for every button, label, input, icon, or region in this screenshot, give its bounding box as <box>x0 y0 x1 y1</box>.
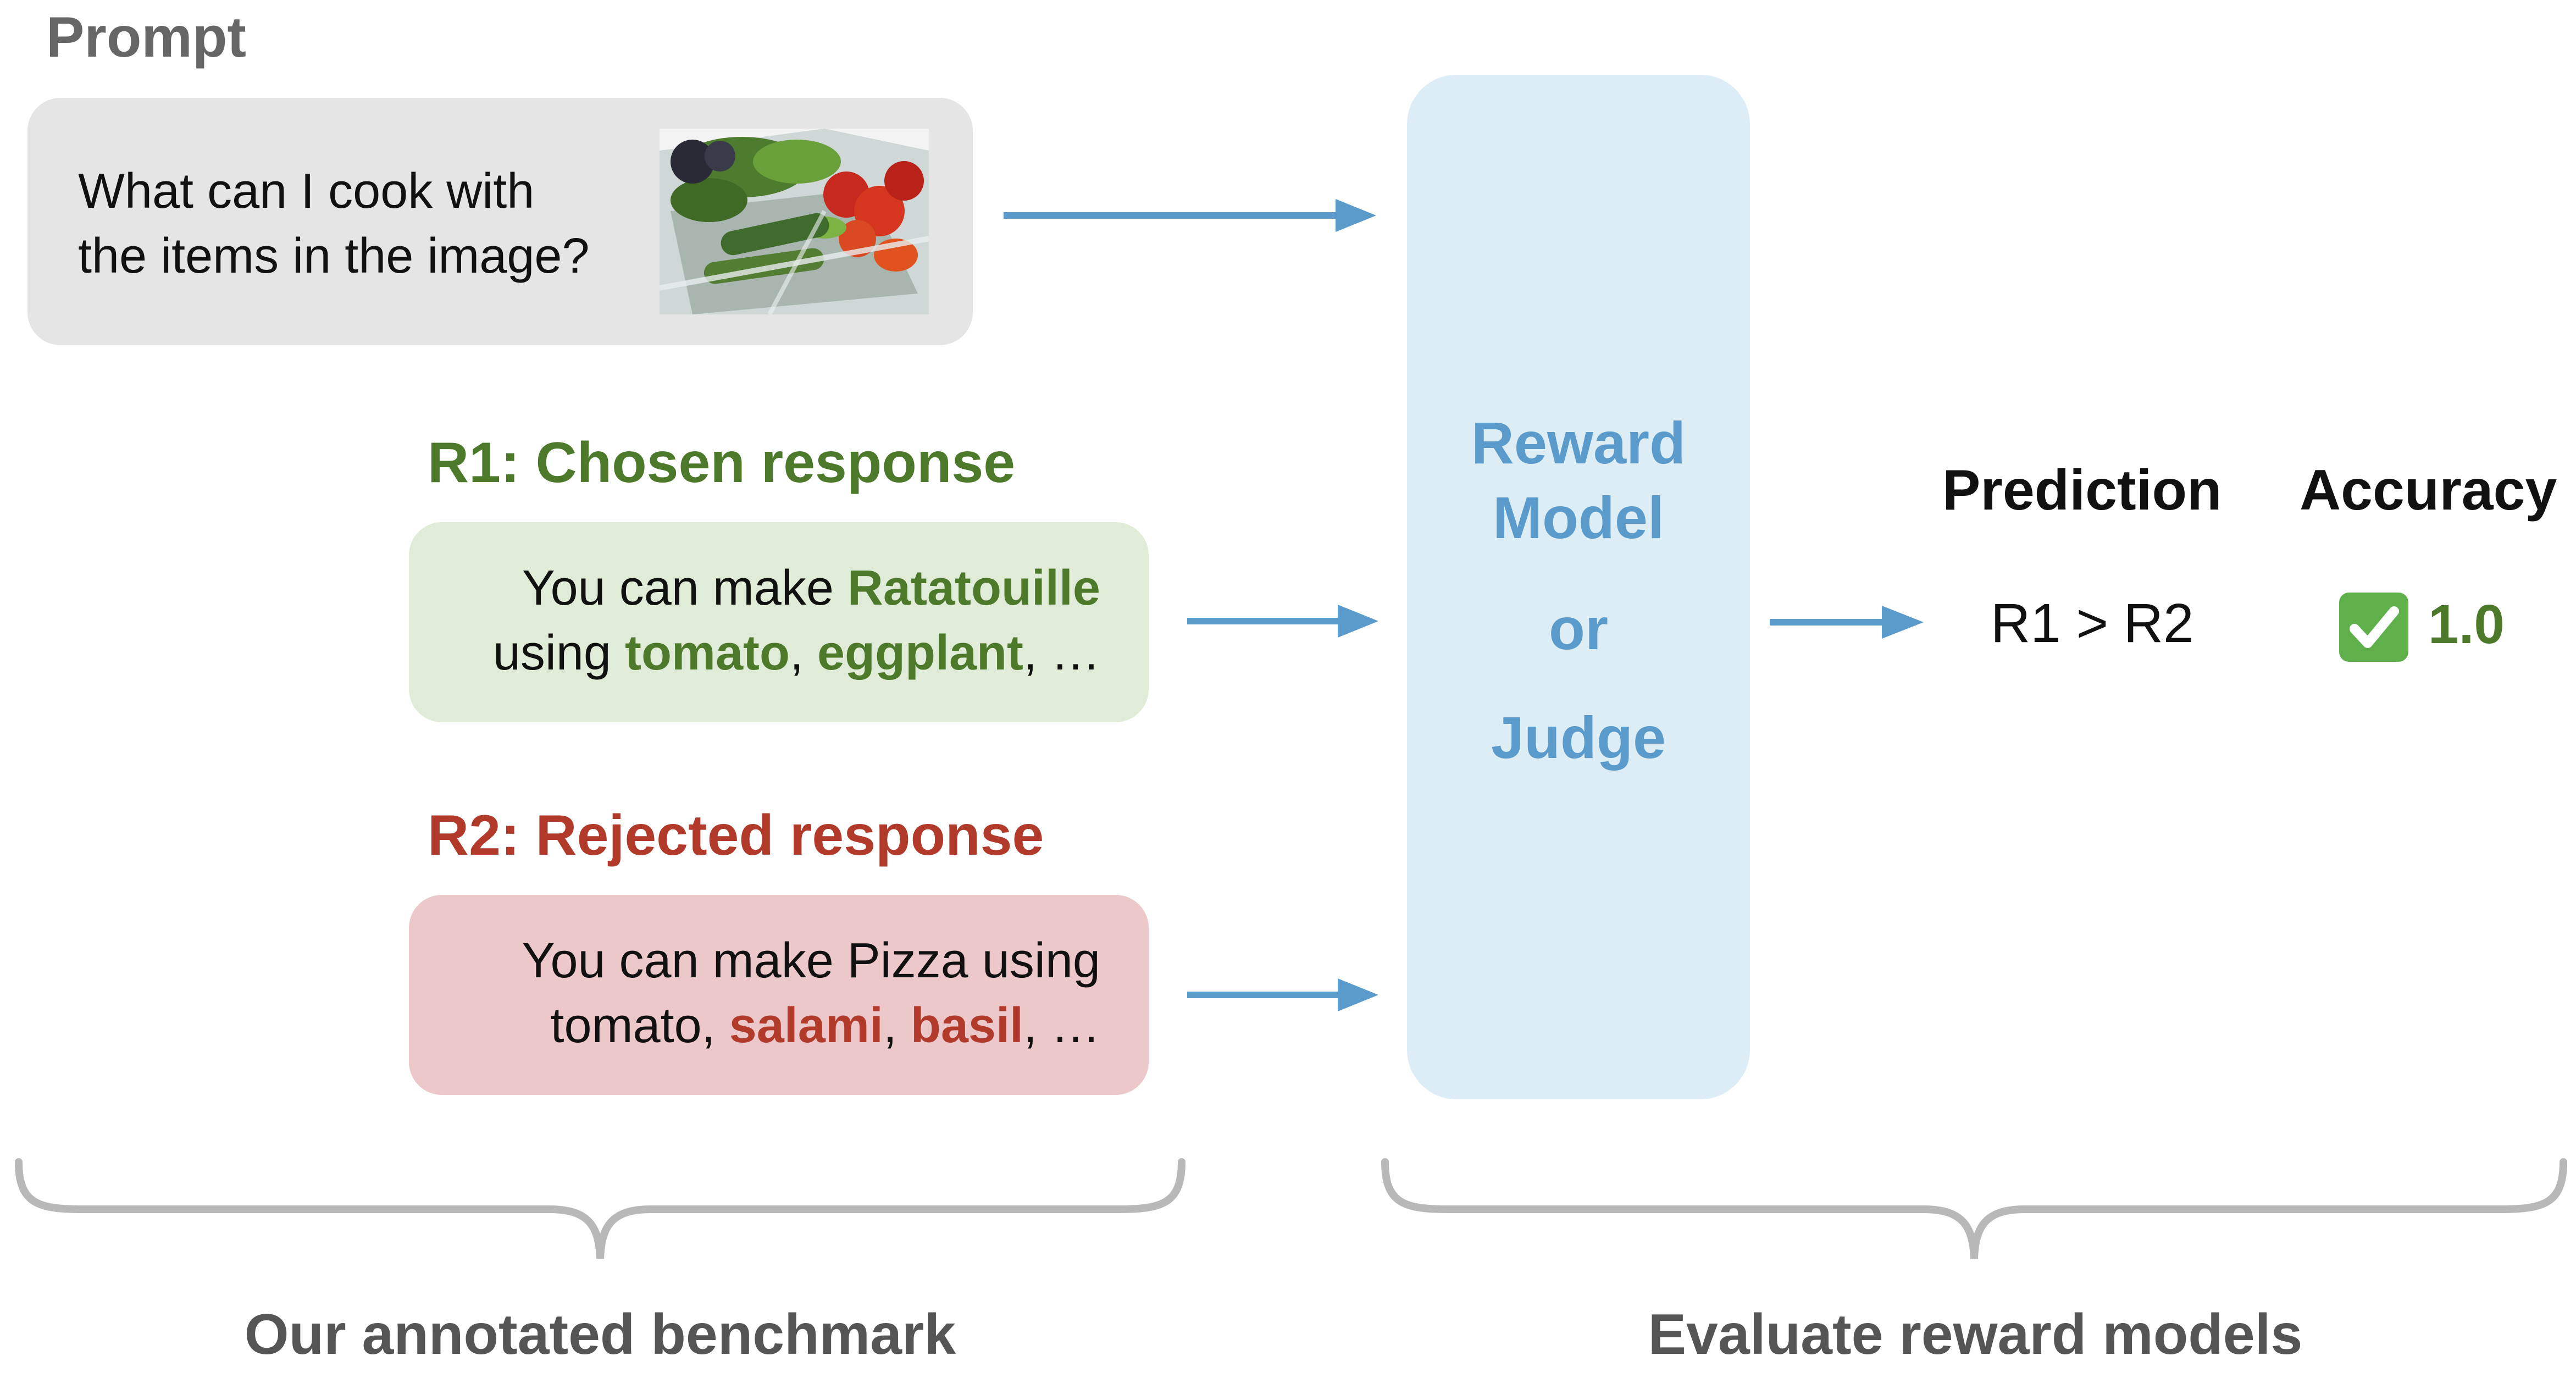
left-curly-bracket <box>15 1158 1185 1259</box>
rejected-item1: salami <box>729 998 883 1053</box>
chosen-line2-suffix: , … <box>1023 626 1100 680</box>
rejected-heading: R2: Rejected response <box>428 804 1044 867</box>
arrow-rejected-to-model <box>1187 978 1378 1011</box>
prompt-box: What can I cook with the items in the im… <box>27 98 973 345</box>
chosen-heading: R1: Chosen response <box>428 431 1016 495</box>
check-mark-icon <box>2339 593 2408 662</box>
prompt-text-line1: What can I cook with <box>78 164 535 219</box>
check-mark-glyph <box>2350 606 2399 648</box>
accuracy-value: 1.0 <box>2428 594 2505 655</box>
chosen-text-line2: using tomato, eggplant, … <box>493 620 1100 686</box>
left-bracket-label: Our annotated benchmark <box>244 1303 956 1366</box>
model-line4: Judge <box>1491 704 1666 771</box>
chosen-item2: eggplant <box>817 626 1023 680</box>
right-bracket-label: Evaluate reward models <box>1648 1303 2303 1366</box>
chosen-sep1: , <box>789 626 817 680</box>
arrow-prompt-to-model <box>1004 199 1376 232</box>
arrow-chosen-to-model <box>1187 605 1378 638</box>
arrow-model-to-prediction <box>1770 606 1924 639</box>
prompt-text-line2: the items in the image? <box>78 229 590 284</box>
fridge-vegetables-drawing <box>660 129 929 314</box>
rejected-line2-prefix: tomato, <box>550 998 729 1053</box>
rejected-text-line2: tomato, salami, basil, … <box>551 993 1100 1059</box>
prediction-value: R1 > R2 <box>1991 593 2194 654</box>
fridge-vegetables-image <box>660 129 929 314</box>
rejected-sep1: , <box>883 998 911 1053</box>
prediction-heading: Prediction <box>1942 458 2222 522</box>
chosen-line2-prefix: using <box>492 626 625 680</box>
chosen-dish: Ratatouille <box>847 561 1100 616</box>
model-line1: Reward <box>1471 409 1686 476</box>
prompt-heading: Prompt <box>46 5 246 69</box>
rejected-line2-suffix: , … <box>1023 998 1100 1053</box>
model-line2: Model <box>1493 484 1664 551</box>
rejected-text-line1: You can make Pizza using <box>522 933 1100 988</box>
rejected-item2: basil <box>910 998 1023 1053</box>
chosen-box: You can make Ratatouille using tomato, e… <box>409 522 1149 722</box>
reward-model-box: Reward Model or Judge <box>1407 75 1750 1099</box>
right-curly-bracket <box>1381 1158 2567 1259</box>
chosen-line1-prefix: You can make <box>522 561 847 616</box>
rejected-box: You can make Pizza using tomato, salami,… <box>409 895 1149 1095</box>
accuracy-heading: Accuracy <box>2300 458 2557 522</box>
chosen-item1: tomato <box>624 626 790 680</box>
model-line3: or <box>1549 595 1608 662</box>
chosen-text-line1: You can make Ratatouille <box>522 555 1100 621</box>
